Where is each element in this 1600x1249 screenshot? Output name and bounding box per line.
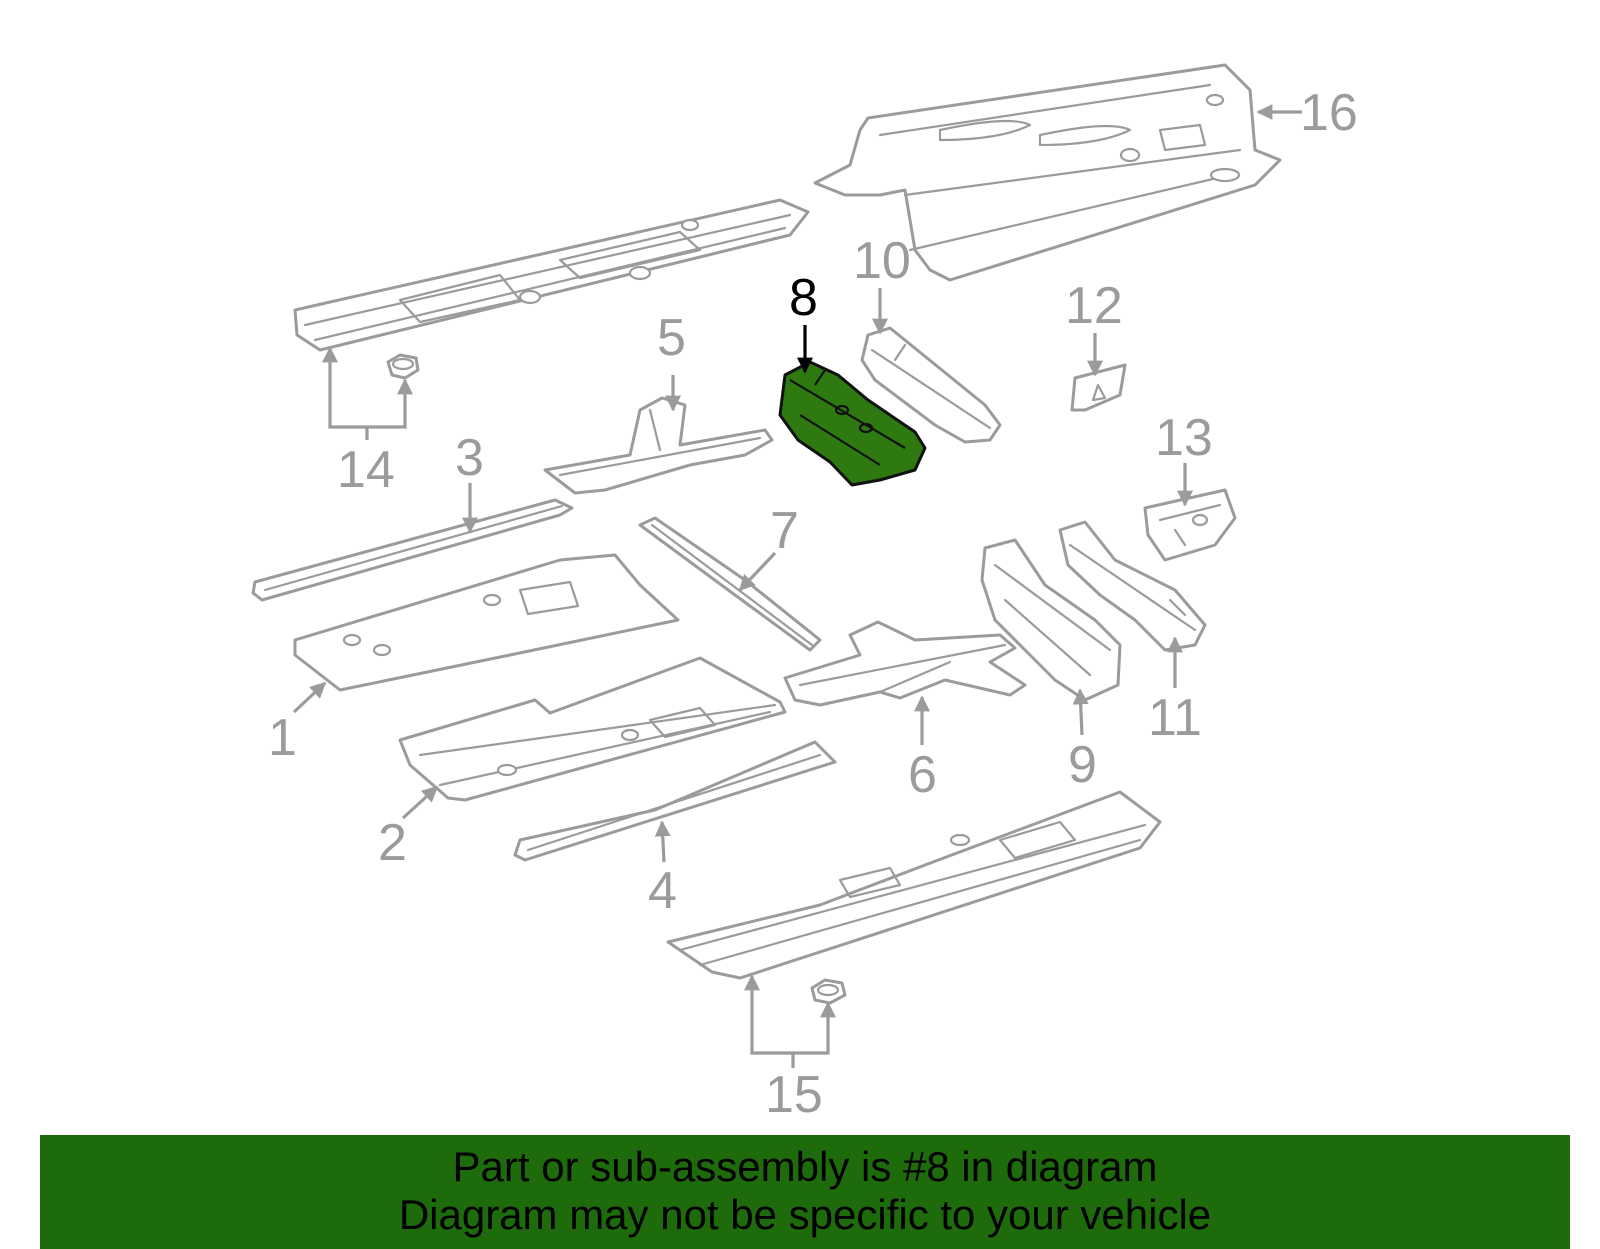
callout-3: 3 — [455, 429, 484, 487]
callout-5: 5 — [657, 309, 686, 367]
part-1-floor-pan — [293, 553, 680, 692]
callout-8: 8 — [789, 269, 818, 327]
part-4-reinforcement — [513, 740, 837, 862]
callout-4: 4 — [648, 862, 677, 920]
leader-14 — [322, 346, 369, 440]
parts-diagram: 1 2 3 4 5 6 7 8 9 10 11 12 13 14 15 16 — [251, 63, 1358, 1124]
banner-line-disclaimer: Diagram may not be specific to your vehi… — [398, 1191, 1212, 1238]
part-8-seat-crossmember-highlighted — [778, 360, 927, 487]
callout-2: 2 — [378, 814, 407, 872]
callout-7: 7 — [770, 502, 799, 560]
part-12-bracket — [1070, 363, 1127, 412]
leader-7 — [738, 551, 777, 592]
part-9-frame-rail — [980, 538, 1122, 702]
banner-line-part-number: Part or sub-assembly is #8 in diagram — [452, 1143, 1158, 1190]
leader-lines — [292, 104, 1302, 1068]
part-2-floor-panel — [398, 656, 787, 802]
part-15-side-member-lower — [666, 790, 1162, 980]
callout-12: 12 — [1065, 277, 1123, 335]
callout-16: 16 — [1300, 84, 1358, 142]
part-7-tunnel-brace — [638, 516, 822, 652]
callout-labels: 1 2 3 4 5 6 7 8 9 10 11 12 13 14 15 16 — [268, 84, 1358, 1124]
part-5-crossmember — [543, 396, 774, 495]
callout-14: 14 — [337, 441, 395, 499]
part-14-side-member-upper — [293, 198, 810, 352]
part-16-rear-floor — [813, 63, 1282, 282]
leader-14b — [367, 378, 413, 429]
callout-13: 13 — [1155, 409, 1213, 467]
leader-15 — [744, 974, 795, 1068]
callout-10: 10 — [853, 232, 911, 290]
callout-9: 9 — [1068, 736, 1097, 794]
callout-15: 15 — [765, 1066, 823, 1124]
part-6-center-crossmember — [783, 620, 1027, 707]
part-13-mount-bracket — [1143, 488, 1237, 562]
callout-1: 1 — [268, 709, 297, 767]
leader-15b — [793, 1001, 836, 1055]
leader-4 — [654, 820, 671, 863]
info-banner: Part or sub-assembly is #8 in diagram Di… — [40, 1135, 1570, 1249]
leader-1 — [292, 681, 327, 714]
part-14-clip — [386, 353, 420, 380]
part-11-frame-rail — [1058, 520, 1207, 652]
part-3-rocker-strip — [251, 498, 574, 602]
callout-6: 6 — [908, 746, 937, 804]
callout-11: 11 — [1148, 689, 1202, 747]
part-10-rear-crossmember — [860, 326, 1002, 444]
part-15-clip — [810, 978, 847, 1005]
leader-2 — [401, 785, 439, 820]
leader-9 — [1072, 688, 1089, 736]
